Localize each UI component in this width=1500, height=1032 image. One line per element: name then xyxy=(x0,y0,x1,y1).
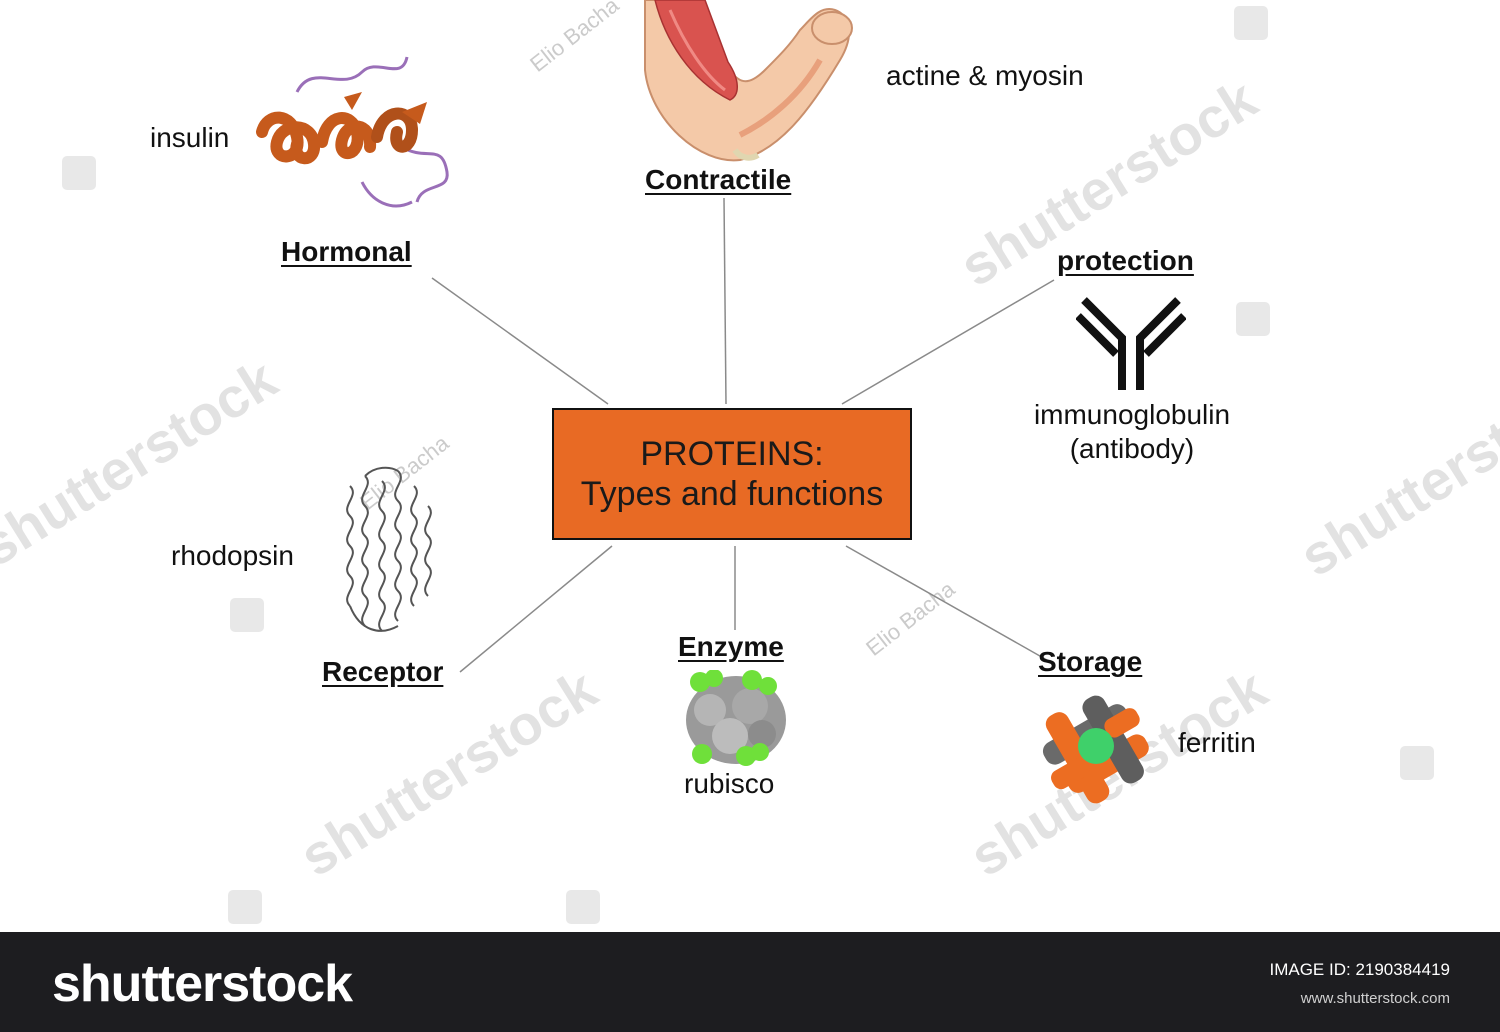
antibody-icon xyxy=(1076,297,1186,390)
center-title-box: PROTEINS: Types and functions xyxy=(552,408,912,540)
watermark-icon xyxy=(228,890,262,924)
watermark-icon xyxy=(230,598,264,632)
rubisco-structure-icon xyxy=(686,670,786,766)
image-id-text: IMAGE ID: 2190384419 xyxy=(1269,960,1450,979)
center-title-line2: Types and functions xyxy=(580,475,884,513)
shutterstock-logo: shutterstock xyxy=(52,955,353,1013)
watermark-icon xyxy=(1400,746,1434,780)
flexed-arm-muscle-icon xyxy=(644,0,853,162)
connector-contractile xyxy=(723,197,727,405)
rhodopsin-label: rhodopsin xyxy=(171,540,294,571)
insulin-ribbon-icon xyxy=(256,56,449,208)
connector-receptor xyxy=(459,545,613,673)
protection-label: protection xyxy=(1057,245,1194,276)
immunoglobulin-label: immunoglobulin (antibody) xyxy=(1020,398,1244,466)
connector-lines xyxy=(431,197,1055,673)
ferritin-label: ferritin xyxy=(1178,727,1256,758)
watermark-icon xyxy=(566,890,600,924)
connector-storage xyxy=(845,545,1055,665)
antibody-text: (antibody) xyxy=(1069,433,1195,464)
connector-protection xyxy=(841,279,1055,405)
enzyme-label: Enzyme xyxy=(678,631,784,662)
watermark-icon xyxy=(62,156,96,190)
ferritin-structure-icon xyxy=(1042,695,1149,804)
actine-myosin-label: actine & myosin xyxy=(886,60,1084,91)
connector-hormonal xyxy=(431,277,609,405)
contractile-label: Contractile xyxy=(645,164,792,195)
center-title-line1: PROTEINS: xyxy=(640,435,824,473)
diagram-canvas: shutterstock shutterstock shutterstock s… xyxy=(0,0,1500,924)
receptor-label: Receptor xyxy=(322,656,444,687)
rhodopsin-structure-icon xyxy=(346,466,432,632)
hormonal-label: Hormonal xyxy=(281,236,412,267)
immunoglobulin-text: immunoglobulin xyxy=(1033,399,1231,430)
watermark-icon xyxy=(1236,302,1270,336)
watermark-icon xyxy=(1234,6,1268,40)
storage-label: Storage xyxy=(1038,646,1143,677)
stock-footer-bar: shutterstock IMAGE ID: 2190384419 www.sh… xyxy=(0,932,1500,1032)
site-url-text: www.shutterstock.com xyxy=(1300,990,1450,1007)
insulin-label: insulin xyxy=(150,122,230,153)
rubisco-label: rubisco xyxy=(684,768,775,799)
